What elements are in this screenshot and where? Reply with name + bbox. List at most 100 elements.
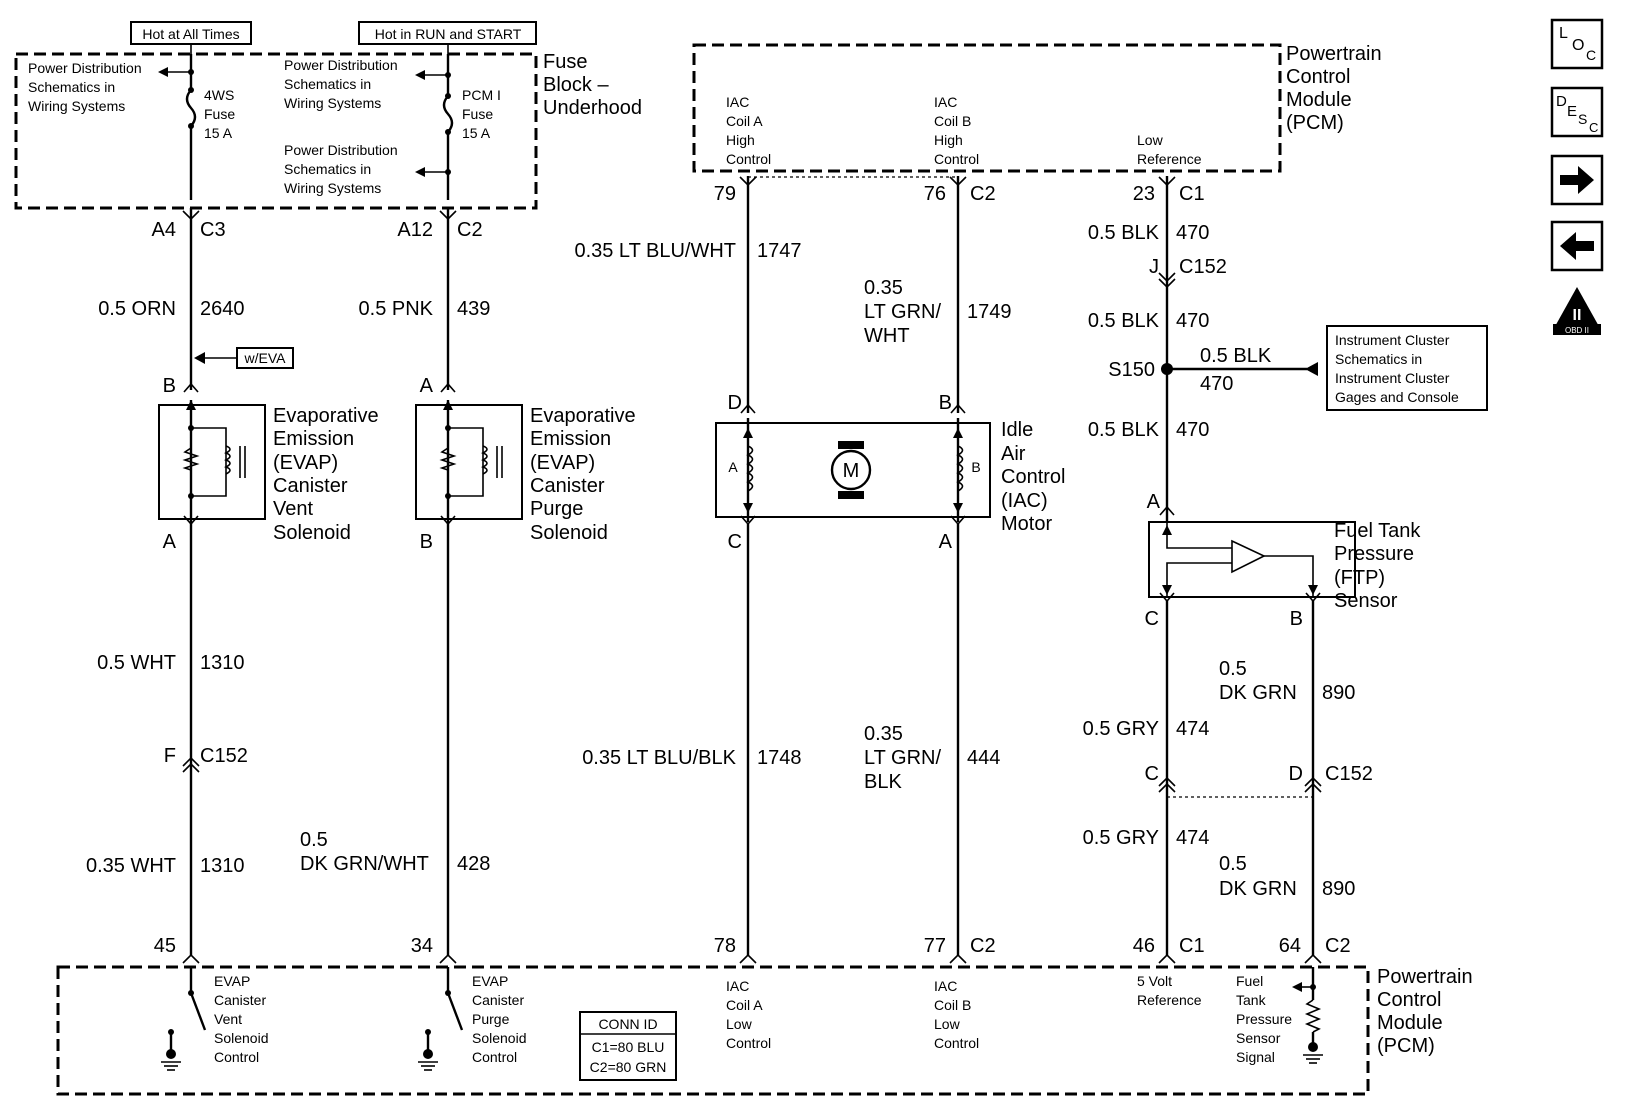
svg-text:Schematics in: Schematics in [284, 76, 371, 92]
svg-text:B: B [971, 459, 980, 475]
purge-control-switch [418, 967, 464, 1071]
svg-text:Canister: Canister [273, 475, 348, 497]
svg-text:(PCM): (PCM) [1286, 112, 1344, 134]
svg-text:C1: C1 [1179, 183, 1205, 205]
svg-text:C: C [1145, 763, 1159, 785]
svg-text:Instrument Cluster: Instrument Cluster [1335, 370, 1450, 386]
pcm-5v-reference: 5 Volt Reference [1137, 973, 1202, 1008]
svg-text:470: 470 [1176, 310, 1209, 332]
svg-text:0.35 LT BLU/WHT: 0.35 LT BLU/WHT [574, 240, 736, 262]
svg-text:Emission: Emission [273, 428, 354, 450]
hot-at-all-times-tag: Hot at All Times [130, 21, 252, 45]
svg-text:0.35 WHT: 0.35 WHT [86, 855, 176, 877]
svg-text:w/EVA: w/EVA [244, 350, 287, 366]
svg-text:34: 34 [411, 935, 433, 957]
svg-text:78: 78 [714, 935, 736, 957]
svg-text:IAC: IAC [934, 978, 957, 994]
ftp-signal-resistor [1292, 967, 1323, 1064]
svg-text:Block –: Block – [543, 74, 609, 96]
location-icon[interactable]: L O C [1550, 18, 1604, 70]
svg-text:Canister: Canister [472, 992, 524, 1008]
power-dist-ref-mid-top: Power Distribution Schematics in Wiring … [284, 57, 398, 111]
svg-text:B: B [1290, 608, 1303, 630]
svg-text:D: D [728, 392, 742, 414]
svg-text:Control: Control [726, 151, 771, 167]
svg-text:1747: 1747 [757, 240, 802, 262]
svg-text:Wiring Systems: Wiring Systems [28, 98, 125, 114]
svg-text:Vent: Vent [214, 1011, 242, 1027]
svg-text:0.35: 0.35 [864, 723, 903, 745]
svg-text:0.5 BLK: 0.5 BLK [1088, 310, 1160, 332]
svg-text:C: C [728, 531, 742, 553]
svg-text:EVAP: EVAP [214, 973, 250, 989]
motor-symbol: M [830, 441, 872, 499]
description-icon[interactable]: D E S C [1550, 86, 1604, 138]
svg-text:D: D [1289, 763, 1303, 785]
svg-text:(FTP): (FTP) [1334, 567, 1385, 589]
svg-text:Solenoid: Solenoid [273, 522, 351, 544]
svg-text:439: 439 [457, 298, 490, 320]
svg-text:5 Volt: 5 Volt [1137, 973, 1172, 989]
evap-purge-solenoid [415, 404, 523, 520]
svg-text:LT GRN/: LT GRN/ [864, 301, 941, 323]
svg-text:Control: Control [1286, 66, 1350, 88]
svg-text:OBD II: OBD II [1565, 326, 1589, 335]
svg-text:Low: Low [726, 1016, 753, 1032]
svg-text:A: A [163, 531, 177, 553]
svg-text:Hot at All Times: Hot at All Times [142, 26, 239, 42]
svg-text:2640: 2640 [200, 298, 245, 320]
svg-text:Solenoid: Solenoid [472, 1030, 527, 1046]
connector-markers [182, 176, 1322, 964]
back-arrow-icon[interactable] [1550, 220, 1604, 272]
svg-text:C: C [1586, 47, 1596, 63]
svg-text:45: 45 [154, 935, 176, 957]
obd-ii-icon[interactable]: II OBD II [1553, 287, 1601, 335]
svg-text:Solenoid: Solenoid [214, 1030, 269, 1046]
svg-text:444: 444 [967, 747, 1000, 769]
svg-text:Underhood: Underhood [543, 97, 642, 119]
svg-text:Reference: Reference [1137, 992, 1202, 1008]
svg-text:15 A: 15 A [462, 125, 491, 141]
svg-text:Fuel Tank: Fuel Tank [1334, 520, 1421, 542]
instrument-cluster-ref: Instrument Cluster Schematics in Instrum… [1326, 325, 1488, 411]
fuse-pcm-i: PCM I Fuse 15 A [462, 87, 501, 141]
svg-text:Fuse: Fuse [462, 106, 493, 122]
svg-text:Solenoid: Solenoid [530, 522, 608, 544]
svg-text:Schematics in: Schematics in [1335, 351, 1422, 367]
svg-text:M: M [843, 460, 860, 482]
svg-text:BLK: BLK [864, 771, 902, 793]
svg-text:Coil B: Coil B [934, 997, 971, 1013]
svg-text:C: C [1145, 608, 1159, 630]
svg-text:Module: Module [1286, 89, 1352, 111]
svg-text:C2: C2 [1325, 935, 1351, 957]
svg-text:DK GRN: DK GRN [1219, 682, 1297, 704]
svg-text:(IAC): (IAC) [1001, 490, 1048, 512]
svg-text:Fuse: Fuse [204, 106, 235, 122]
svg-text:890: 890 [1322, 878, 1355, 900]
pcm-iac-b-low: IAC Coil B Low Control [934, 978, 979, 1051]
svg-text:Pressure: Pressure [1334, 543, 1414, 565]
svg-text:Wiring Systems: Wiring Systems [284, 95, 381, 111]
svg-text:Power Distribution: Power Distribution [284, 57, 398, 73]
svg-text:Fuse: Fuse [543, 51, 587, 73]
svg-text:Coil A: Coil A [726, 997, 763, 1013]
svg-text:B: B [939, 392, 952, 414]
svg-text:79: 79 [714, 183, 736, 205]
svg-text:E: E [1567, 103, 1577, 120]
hot-in-run-start-tag: Hot in RUN and START [358, 21, 537, 45]
svg-text:0.5 PNK: 0.5 PNK [359, 298, 434, 320]
svg-text:0.5 WHT: 0.5 WHT [97, 652, 176, 674]
svg-text:0.5 GRY: 0.5 GRY [1083, 718, 1159, 740]
evap-vent-label: Evaporative Emission (EVAP) Canister Ven… [273, 405, 379, 544]
svg-text:C152: C152 [1325, 763, 1373, 785]
svg-text:High: High [726, 132, 755, 148]
fuse-block-label: Fuse Block – Underhood [543, 51, 642, 119]
forward-arrow-icon[interactable] [1550, 154, 1604, 206]
svg-text:Evaporative: Evaporative [273, 405, 379, 427]
svg-text:(EVAP): (EVAP) [273, 452, 338, 474]
svg-text:15 A: 15 A [204, 125, 233, 141]
svg-text:470: 470 [1200, 373, 1233, 395]
svg-text:C2: C2 [457, 219, 483, 241]
svg-text:Control: Control [934, 151, 979, 167]
svg-text:470: 470 [1176, 419, 1209, 441]
